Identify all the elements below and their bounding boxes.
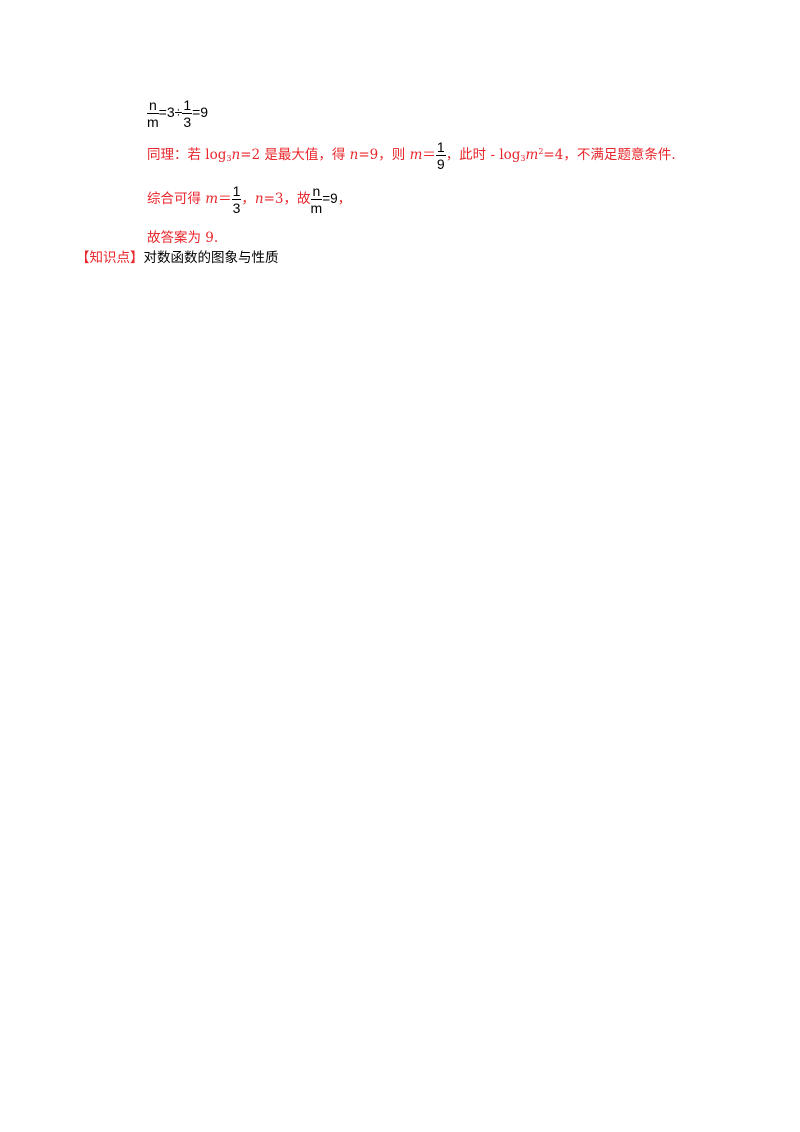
fraction-one-ninth: 1 9 bbox=[435, 139, 446, 172]
comma: ， bbox=[337, 191, 352, 207]
solution-line-3: 综合可得 m＝ 1 3 ，n=3，故 n m =9， bbox=[147, 184, 351, 215]
fraction-denominator: m bbox=[310, 200, 323, 216]
variable-n: n bbox=[254, 191, 264, 207]
text-lead: 综合可得 bbox=[147, 191, 206, 207]
variable-n: n bbox=[349, 147, 359, 163]
variable-m: m bbox=[205, 191, 219, 207]
equals-sign: ＝ bbox=[218, 191, 232, 207]
log-base: 3 bbox=[520, 154, 526, 163]
text-then: ，此时 - log bbox=[445, 147, 521, 163]
fraction-one-third: 1 3 bbox=[231, 183, 242, 216]
fraction-denominator: m bbox=[147, 114, 159, 130]
solution-line-2: 同理：若 log3n=2 是最大值，得 n=9，则 m＝ 1 9 ，此时 - l… bbox=[147, 140, 676, 171]
fraction-numerator: n bbox=[310, 183, 323, 200]
fraction-n-over-m: n m bbox=[147, 98, 159, 129]
knowledge-point: 【知识点】对数函数的图象与性质 bbox=[76, 246, 279, 266]
text-eq3: =3，故 bbox=[263, 191, 311, 207]
text-lead: 同理：若 log bbox=[147, 147, 227, 163]
fraction-n-over-m: n m bbox=[310, 183, 323, 216]
equation-result: =9 bbox=[192, 104, 209, 121]
knowledge-point-label: 【知识点】 bbox=[76, 250, 144, 266]
answer-line: 故答案为 9. bbox=[147, 230, 219, 246]
equation-result: =9 bbox=[322, 191, 338, 206]
variable-m: m bbox=[525, 147, 539, 163]
text-max: =2 是最大值，得 bbox=[240, 147, 350, 163]
separator: ， bbox=[241, 191, 255, 207]
fraction-numerator: n bbox=[147, 97, 159, 114]
fraction-one-third: 1 3 bbox=[182, 97, 193, 130]
fraction-numerator: 1 bbox=[435, 139, 446, 156]
equation-line-1: n m =3÷ 1 3 =9 bbox=[147, 98, 208, 129]
knowledge-point-text: 对数函数的图象与性质 bbox=[143, 250, 279, 266]
exponent: 2 bbox=[538, 147, 544, 156]
fraction-numerator: 1 bbox=[231, 183, 242, 200]
variable-n: n bbox=[231, 147, 241, 163]
text-tail: =4，不满足题意条件. bbox=[543, 147, 676, 163]
variable-m: m bbox=[409, 147, 423, 163]
text-eq9: =9，则 bbox=[358, 147, 410, 163]
equation-middle: =3÷ bbox=[158, 104, 183, 121]
log-base: 3 bbox=[226, 154, 232, 163]
equals-sign: ＝ bbox=[422, 147, 436, 163]
fraction-denominator: 3 bbox=[183, 114, 192, 130]
fraction-numerator: 1 bbox=[182, 97, 193, 114]
fraction-denominator: 3 bbox=[232, 200, 241, 216]
fraction-denominator: 9 bbox=[436, 156, 445, 172]
